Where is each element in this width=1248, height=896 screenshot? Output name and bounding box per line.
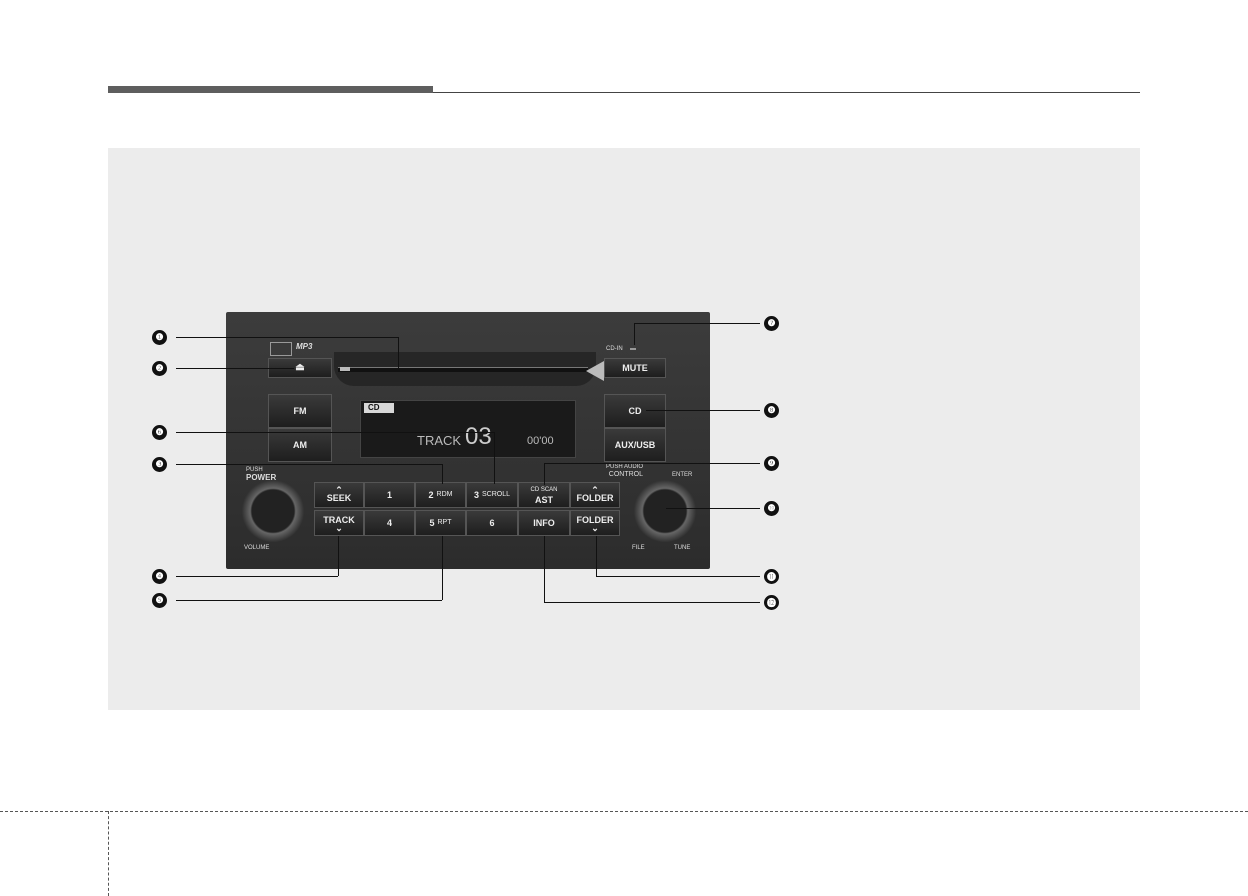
callout-line-12	[544, 602, 760, 603]
callout-line-1-drop	[398, 337, 399, 368]
preset-1-button[interactable]: 1	[364, 482, 415, 508]
mp3-logo: MP3	[296, 342, 313, 351]
seek-button[interactable]: ⌃ SEEK	[314, 482, 364, 508]
callout-line-5-rise	[442, 536, 443, 600]
callout-line-12-rise	[544, 536, 545, 602]
chevron-down-icon: ⌄	[591, 523, 599, 533]
callout-line-8	[646, 410, 760, 411]
callout-4: ❹	[152, 569, 167, 584]
volume-label: VOLUME	[244, 545, 270, 551]
callout-2: ❷	[152, 361, 167, 376]
callout-line-9	[544, 463, 760, 464]
push-label: PUSH	[246, 467, 263, 473]
callout-line-4-rise	[338, 536, 339, 576]
callout-10: ❿	[764, 501, 779, 516]
preset-4-button[interactable]: 4	[364, 510, 415, 536]
callout-line-4	[176, 576, 338, 577]
callout-line-9-drop	[544, 463, 545, 485]
preset-2-label: 2	[428, 490, 434, 500]
footer-dashed-rule	[0, 811, 1248, 812]
preset-3-label: 3	[473, 490, 479, 500]
push-audio-label: PUSH AUDIO	[606, 464, 644, 470]
audio-control-knob[interactable]	[634, 480, 696, 542]
disc-logo-icon	[270, 342, 292, 356]
callout-7: ❼	[764, 316, 779, 331]
callout-line-11	[596, 576, 760, 577]
callout-8: ❽	[764, 403, 779, 418]
enter-label: ENTER	[672, 472, 693, 478]
cd-in-indicator	[630, 348, 636, 350]
folder-up-label: FOLDER	[576, 493, 614, 503]
volume-knob[interactable]	[242, 480, 304, 542]
callout-line-7-drop	[634, 323, 635, 345]
callout-line-2	[176, 368, 294, 369]
callout-line-7	[634, 323, 760, 324]
cd-slot	[338, 367, 588, 372]
callout-3: ❸	[152, 457, 167, 472]
push-power-label: PUSH POWER	[246, 467, 276, 483]
preset-3-scroll-button[interactable]: 3 SCROLL	[466, 482, 518, 508]
callout-11: ⓫	[764, 569, 779, 584]
display-track-number: 03	[465, 423, 492, 450]
cd-in-label: CD-IN	[606, 346, 623, 352]
am-button[interactable]: AM	[268, 428, 332, 462]
callout-line-3-drop	[442, 464, 443, 484]
footer-dashed-divider	[108, 811, 109, 896]
preset-6-button[interactable]: 6	[466, 510, 518, 536]
folder-down-label: FOLDER	[576, 515, 614, 525]
callout-line-6-drop	[494, 432, 495, 484]
callout-9: ❾	[764, 456, 779, 471]
callout-12: ⓬	[764, 595, 779, 610]
cd-scan-ast-button[interactable]: CD SCAN AST	[518, 482, 570, 508]
folder-down-button[interactable]: FOLDER ⌄	[570, 510, 620, 536]
file-label: FILE	[632, 545, 645, 551]
preset-5-label: 5	[429, 518, 435, 528]
track-button[interactable]: TRACK ⌄	[314, 510, 364, 536]
rpt-label: RPT	[437, 519, 452, 526]
chevron-down-icon: ⌄	[335, 523, 343, 533]
eject-icon: ⏏	[295, 362, 305, 373]
cd-scan-label: CD SCAN	[530, 487, 558, 493]
header-rule-thin	[433, 92, 1140, 93]
mute-button[interactable]: MUTE	[604, 358, 666, 378]
callout-1: ❶	[152, 330, 167, 345]
chevron-up-icon: ⌃	[335, 485, 343, 495]
callout-5: ❺	[152, 593, 167, 608]
folder-up-button[interactable]: ⌃ FOLDER	[570, 482, 620, 508]
preset-2-rdm-button[interactable]: 2 RDM	[415, 482, 466, 508]
callout-line-3	[176, 464, 442, 465]
info-button[interactable]: INFO	[518, 510, 570, 536]
ast-label: AST	[535, 495, 553, 505]
callout-line-5	[176, 600, 442, 601]
seek-label: SEEK	[326, 493, 352, 503]
power-label: POWER	[246, 473, 277, 482]
radio-head-unit: MP3 CD-IN ⏏ MUTE FM AM CD TRACK 03 00'00…	[226, 312, 710, 569]
aux-usb-button[interactable]: AUX/USB	[604, 428, 666, 462]
callout-line-1	[176, 337, 398, 338]
display-time: 00'00	[527, 435, 554, 447]
callout-line-6	[176, 432, 494, 433]
preset-5-rpt-button[interactable]: 5 RPT	[415, 510, 466, 536]
cd-slot-indicator	[340, 367, 350, 371]
track-label: TRACK	[323, 515, 355, 525]
callout-6: ❻	[152, 425, 167, 440]
chevron-up-icon: ⌃	[591, 485, 599, 495]
fm-button[interactable]: FM	[268, 394, 332, 428]
cd-button[interactable]: CD	[604, 394, 666, 428]
display-screen: CD TRACK 03 00'00	[360, 400, 576, 458]
push-audio-control-label: PUSH AUDIO CONTROL	[606, 464, 643, 479]
display-mode-badge: CD	[364, 403, 394, 413]
control-label: CONTROL	[608, 471, 644, 478]
tune-label: TUNE	[674, 545, 691, 551]
rdm-label: RDM	[436, 491, 453, 498]
scroll-label: SCROLL	[482, 491, 511, 498]
callout-line-10	[666, 508, 760, 509]
cd-slot-arrow	[586, 361, 604, 381]
display-track-label: TRACK	[417, 433, 462, 448]
header-rule-thick	[108, 86, 433, 93]
callout-line-11-rise	[596, 536, 597, 576]
